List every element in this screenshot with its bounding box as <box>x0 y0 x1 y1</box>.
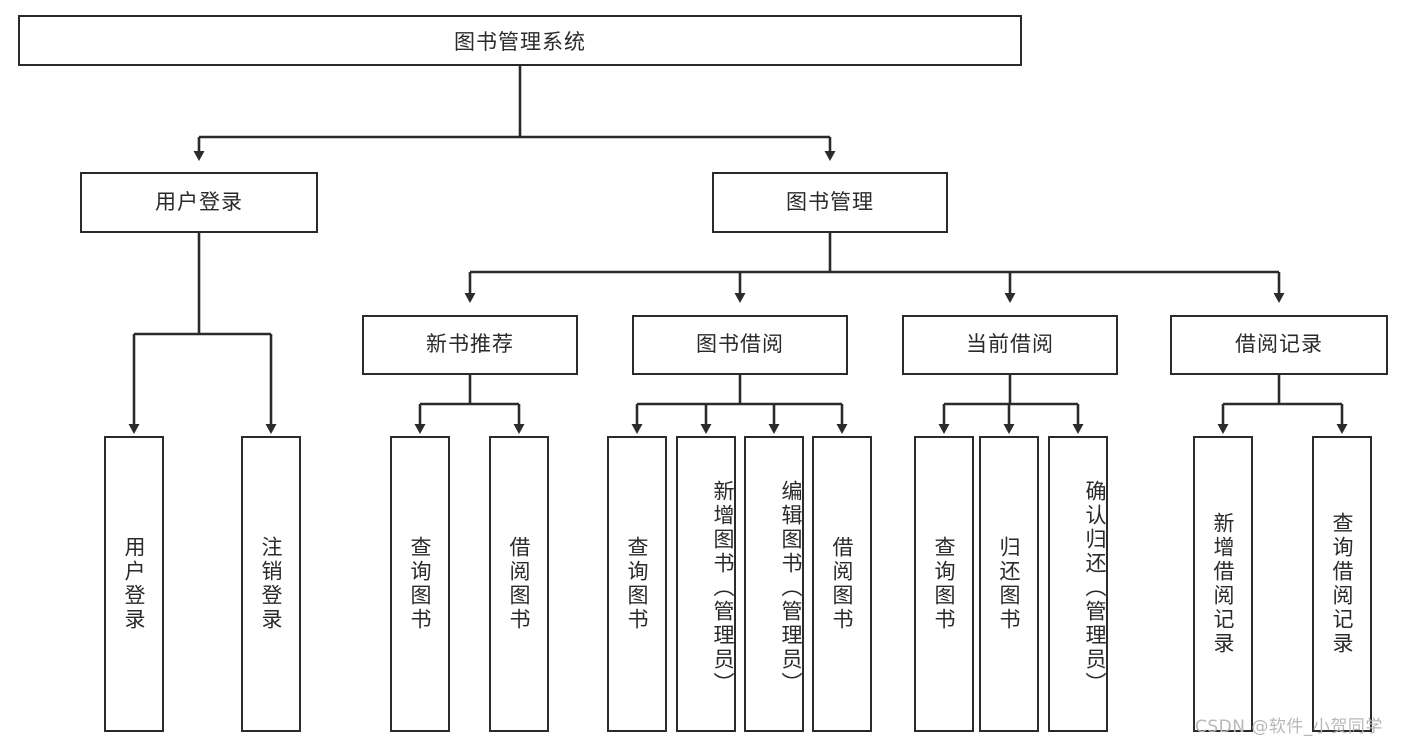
node-leaf-return-book[interactable]: 归还图书 <box>979 436 1039 732</box>
node-leaf-user-logout[interactable]: 注销登录 <box>241 436 301 732</box>
node-root-label: 图书管理系统 <box>454 29 586 54</box>
node-leaf-add-record[interactable]: 新增借阅记录 <box>1193 436 1253 732</box>
node-leaf-borrow-book-1-label: 借阅图书 <box>507 536 532 632</box>
node-user-login-label: 用户登录 <box>155 189 243 214</box>
node-leaf-query-book-1[interactable]: 查询图书 <box>390 436 450 732</box>
node-leaf-query-record[interactable]: 查询借阅记录 <box>1312 436 1372 732</box>
node-book-manage-label: 图书管理 <box>786 189 874 214</box>
node-leaf-query-book-2-label: 查询图书 <box>625 536 650 632</box>
node-leaf-confirm-return-label: 确认归还（管理员） <box>1083 480 1107 696</box>
node-book-borrow-label: 图书借阅 <box>696 332 784 357</box>
node-leaf-query-book-2[interactable]: 查询图书 <box>607 436 667 732</box>
node-leaf-user-login-label: 用户登录 <box>122 536 147 632</box>
node-leaf-edit-book[interactable]: 编辑图书（管理员） <box>744 436 804 732</box>
node-leaf-query-record-label: 查询借阅记录 <box>1330 512 1355 656</box>
node-new-book-rec[interactable]: 新书推荐 <box>362 315 578 375</box>
node-leaf-user-logout-label: 注销登录 <box>259 536 284 632</box>
watermark: CSDN @软件_小贺同学 <box>1195 717 1383 737</box>
node-leaf-query-book-3-label: 查询图书 <box>932 536 957 632</box>
node-borrow-record-label: 借阅记录 <box>1235 332 1323 357</box>
node-borrow-record[interactable]: 借阅记录 <box>1170 315 1388 375</box>
node-current-borrow[interactable]: 当前借阅 <box>902 315 1118 375</box>
node-leaf-query-book-1-label: 查询图书 <box>408 536 433 632</box>
node-root[interactable]: 图书管理系统 <box>18 15 1022 66</box>
node-leaf-confirm-return[interactable]: 确认归还（管理员） <box>1048 436 1108 732</box>
node-leaf-borrow-book-1[interactable]: 借阅图书 <box>489 436 549 732</box>
node-book-borrow[interactable]: 图书借阅 <box>632 315 848 375</box>
node-current-borrow-label: 当前借阅 <box>966 332 1054 357</box>
node-leaf-borrow-book-2[interactable]: 借阅图书 <box>812 436 872 732</box>
node-new-book-rec-label: 新书推荐 <box>426 332 514 357</box>
node-leaf-add-record-label: 新增借阅记录 <box>1211 512 1236 656</box>
node-leaf-edit-book-label: 编辑图书（管理员） <box>779 480 803 696</box>
node-leaf-query-book-3[interactable]: 查询图书 <box>914 436 974 732</box>
node-leaf-add-book-label: 新增图书（管理员） <box>711 480 735 696</box>
node-leaf-user-login[interactable]: 用户登录 <box>104 436 164 732</box>
node-leaf-borrow-book-2-label: 借阅图书 <box>830 536 855 632</box>
node-leaf-add-book[interactable]: 新增图书（管理员） <box>676 436 736 732</box>
node-user-login[interactable]: 用户登录 <box>80 172 318 233</box>
node-book-manage[interactable]: 图书管理 <box>712 172 948 233</box>
node-leaf-return-book-label: 归还图书 <box>997 536 1022 632</box>
